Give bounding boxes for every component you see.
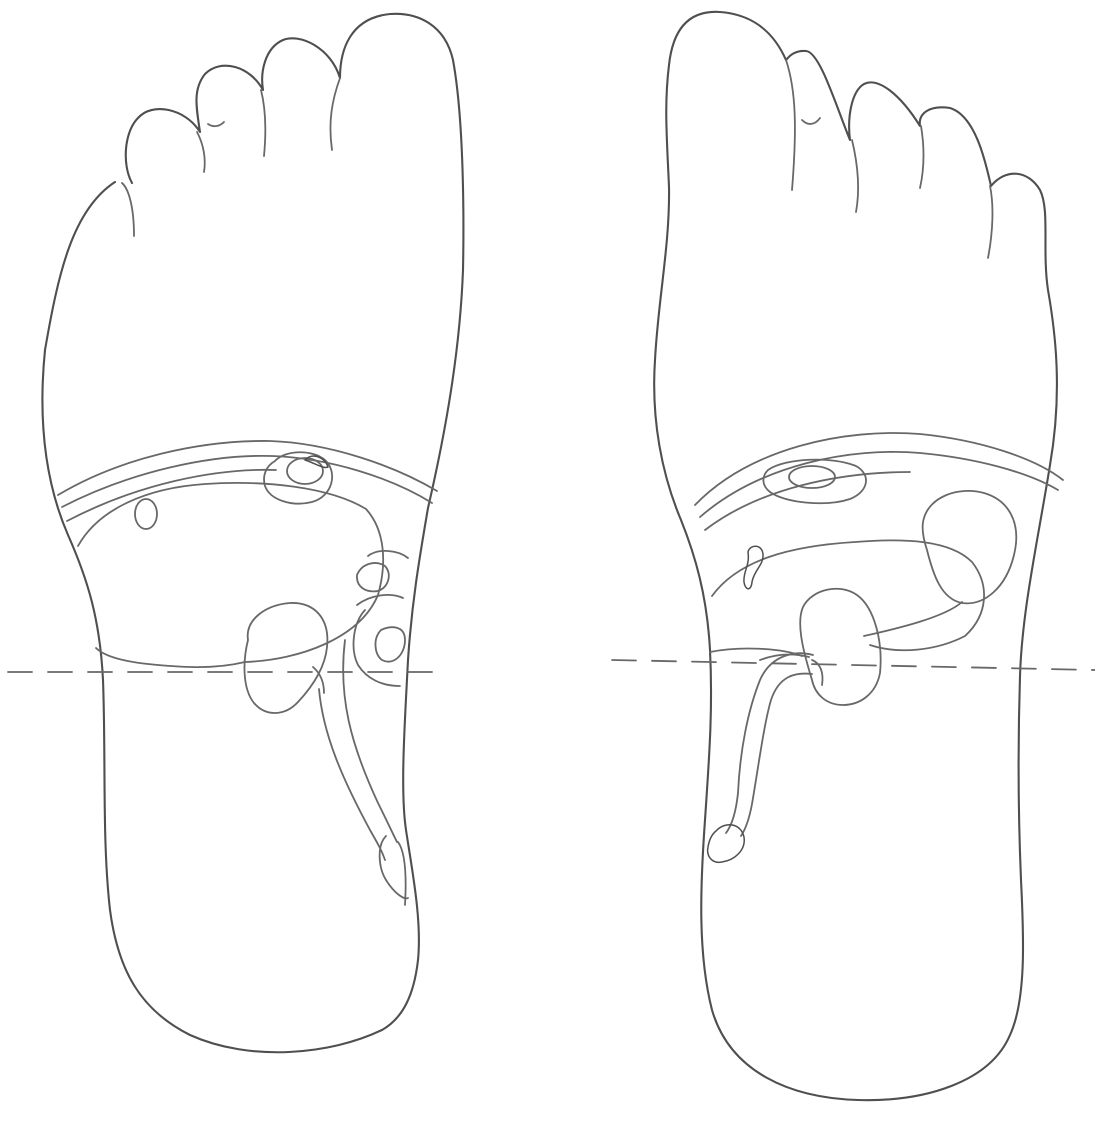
sketch-svg — [0, 0, 1095, 1129]
foot-reflexology-sketch — [0, 0, 1095, 1129]
